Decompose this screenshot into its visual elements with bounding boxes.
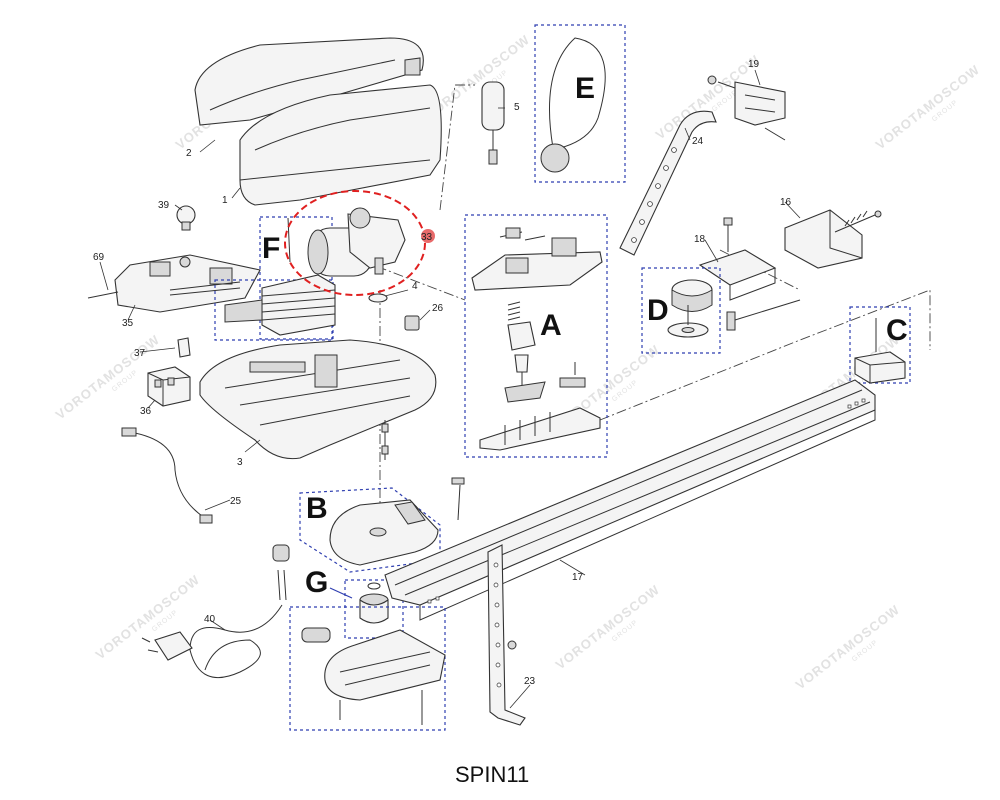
drive-cover-part-b [329,499,439,566]
group-label-e: E [575,72,595,105]
rail-connector-part-c [854,318,906,384]
part-number-25: 25 [230,496,242,507]
group-box-e [534,24,626,183]
part-number-5: 5 [514,102,520,113]
watermark-text: VOROTAMOSCOW [873,62,983,153]
base-plate-part-3 [199,339,437,460]
group-box-lower [289,606,446,731]
diagram-caption: SPIN11 [455,762,529,787]
part-number-24: 24 [692,136,704,147]
group-box-f-lower [214,279,334,341]
control-board-part-35 [87,254,261,313]
spring-bracket-part-16 [784,209,882,269]
group-label-f: F [262,232,280,265]
clip-part-26 [404,315,420,331]
lower-housing [301,627,446,725]
rail-part-17 [384,379,876,621]
part-number-4: 4 [412,281,418,292]
part-number-23: 23 [524,676,536,687]
part-number-19: 19 [748,59,760,70]
connector-part-37 [177,337,191,358]
trolley-assembly-part-a [471,227,603,451]
watermark-text: VOROTAMOSCOW [793,602,903,693]
group-g-pointer [329,587,353,599]
drive-sprocket-part-g [359,582,389,624]
gear-wheel-part-d [667,279,713,338]
group-label-b: B [306,492,328,525]
part-number-26: 26 [432,303,444,314]
cap-part-5 [481,81,505,165]
washer-part-4 [368,293,388,303]
part-number-17: 17 [572,572,584,583]
part-number-39: 39 [158,200,170,211]
transformer-part-f [224,217,336,336]
motor-highlight-ring [284,190,426,296]
bracket-part-19 [707,75,786,141]
part-number-35: 35 [122,318,134,329]
terminal-block-part-36 [147,366,191,407]
part-number-3: 3 [237,457,243,468]
group-box-g [344,579,404,639]
bolt-long [726,299,801,331]
part-number-36: 36 [140,406,152,417]
part-number-2: 2 [186,148,192,159]
group-box-d [641,267,721,354]
screw-top [451,477,465,521]
release-cord-part-e [540,37,606,173]
top-cover-part-2 [194,37,424,126]
part-number-37: 37 [134,348,146,359]
bulb-part-39 [176,205,196,231]
body-housing-part-1 [239,84,442,206]
door-arm-part-24 [619,110,717,256]
part-number-40: 40 [204,614,216,625]
part-number-1: 1 [222,195,228,206]
leader-lines [99,69,801,709]
power-cord-part-40 [141,544,290,679]
group-label-c: C [886,314,908,347]
watermark-text: VOROTAMOSCOW [553,582,663,673]
group-box-c [849,306,911,384]
part-number-69: 69 [93,252,105,263]
group-label-d: D [647,294,669,327]
callout-33-label: 33 [421,232,433,243]
motor-part-33 [307,207,406,277]
hanger-bracket-part-23 [487,544,526,726]
part-number-16: 16 [780,197,792,208]
group-box-f [259,216,333,340]
plate-part-18 [698,217,777,301]
callout-33-marker [421,229,435,243]
cable-part-25 [121,427,213,524]
group-label-a: A [540,309,562,342]
part-number-18: 18 [694,234,706,245]
group-label-g: G [305,566,328,599]
